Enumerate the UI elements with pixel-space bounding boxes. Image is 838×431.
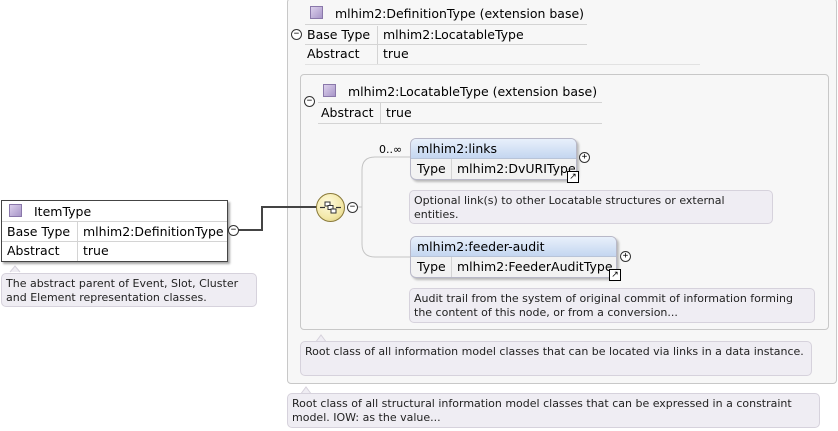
item-abstract-value: true [83,243,109,258]
complex-type-icon [310,6,323,19]
locatable-abstract-value: true [386,105,412,120]
definition-type-header[interactable]: mlhim2:DefinitionType (extension base) [310,6,584,21]
item-type-annotation: The abstract parent of Event, Slot, Clus… [1,273,257,307]
feeder-audit-type-value: mlhim2:FeederAuditType [457,259,613,274]
feeder-audit-type-row: Type mlhim2:FeederAuditType [411,257,616,277]
divider [451,159,452,179]
definition-abstract-label: Abstract [307,46,360,61]
links-type-link-icon[interactable]: ↗ [567,171,579,183]
definition-abstract-value: true [383,46,409,61]
feeder-audit-type-link-icon[interactable]: ↗ [609,269,621,281]
feeder-audit-element[interactable]: mlhim2:feeder-audit Type mlhim2:FeederAu… [410,236,617,278]
links-type-value: mlhim2:DvURIType [457,161,576,176]
locatable-abstract-label: Abstract [321,105,374,120]
item-abstract-label: Abstract [7,243,60,258]
feeder-audit-type-label: Type [417,259,446,274]
divider [380,103,381,123]
definition-base-type-label: Base Type [307,27,371,42]
divider [2,241,227,242]
item-base-type-label: Base Type [7,224,71,239]
links-element[interactable]: mlhim2:links Type mlhim2:DvURIType [410,138,577,180]
divider [305,24,587,25]
definition-base-type-value: mlhim2:LocatableType [383,27,524,42]
sequence-compositor[interactable] [316,193,345,222]
divider [377,26,378,64]
complex-type-icon [9,204,22,217]
feeder-audit-expand-button[interactable]: + [620,251,631,262]
links-expand-button[interactable]: + [579,152,590,163]
divider [2,221,227,222]
locatable-type-collapse-button[interactable]: − [304,96,315,107]
locatable-type-header[interactable]: mlhim2:LocatableType (extension base) [323,84,597,99]
item-type-collapse-button[interactable]: − [228,225,239,236]
item-type-box[interactable]: ItemType Base Type mlhim2:DefinitionType… [1,200,228,262]
item-base-type-value: mlhim2:DefinitionType [83,224,224,239]
locatable-type-title: mlhim2:LocatableType (extension base) [347,84,598,99]
divider [305,44,587,45]
divider [305,64,700,65]
links-cardinality: 0..∞ [379,143,403,156]
divider [318,102,602,103]
sequence-icon [320,201,341,214]
links-annotation: Optional link(s) to other Locatable stru… [409,190,773,224]
divider [451,257,452,277]
links-type-label: Type [417,161,446,176]
definition-type-title: mlhim2:DefinitionType (extension base) [334,6,585,21]
divider [318,123,602,124]
locatable-type-annotation: Root class of all information model clas… [300,341,812,376]
links-type-row: Type mlhim2:DvURIType [411,159,576,179]
item-type-header: ItemType [9,204,91,219]
sequence-collapse-button[interactable]: − [347,202,358,213]
annotation-pointer [9,265,21,273]
item-connector [238,206,318,231]
definition-type-collapse-button[interactable]: − [291,29,302,40]
item-type-title: ItemType [33,204,92,219]
links-element-name: mlhim2:links [411,139,576,159]
feeder-audit-annotation: Audit trail from the system of original … [409,288,815,323]
sequence-bracket [358,156,410,258]
definition-type-annotation: Root class of all structural information… [287,393,820,428]
complex-type-icon [323,84,336,97]
feeder-audit-element-name: mlhim2:feeder-audit [411,237,616,257]
